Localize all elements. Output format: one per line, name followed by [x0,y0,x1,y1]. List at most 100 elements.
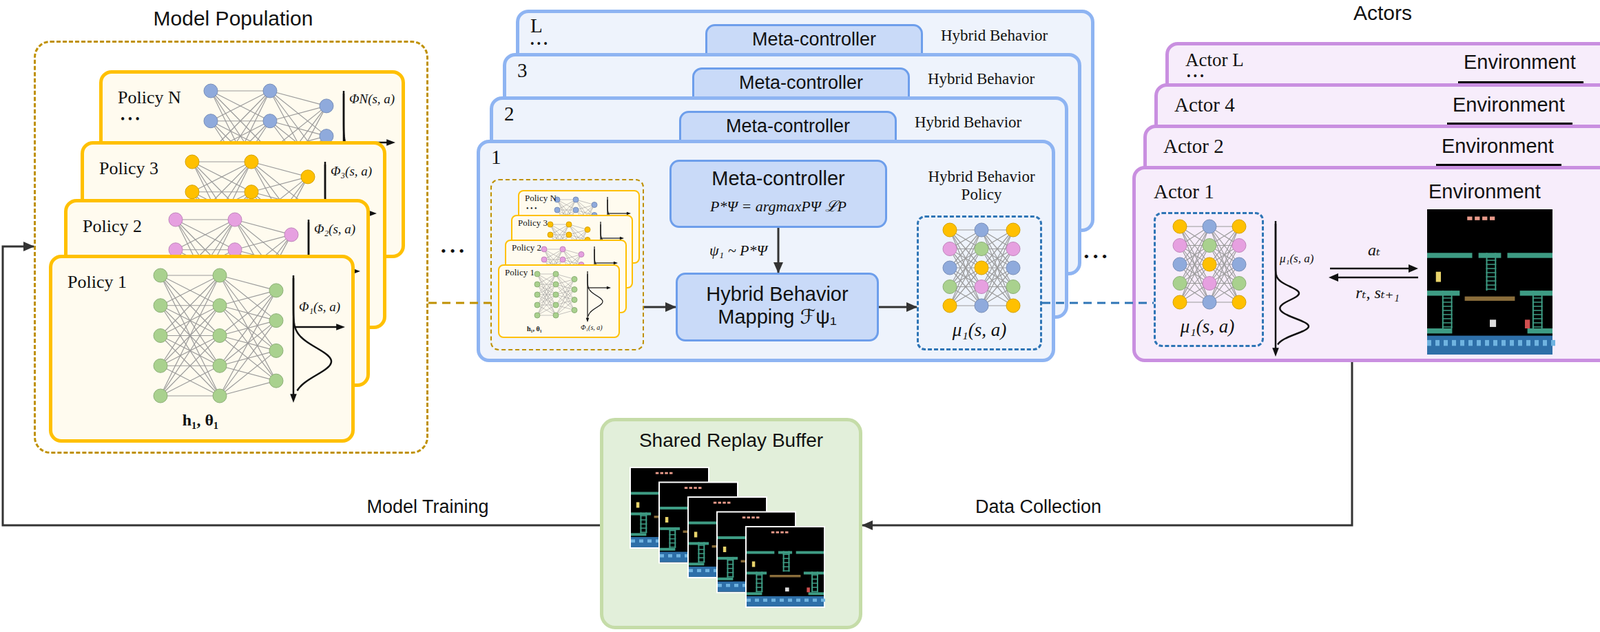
neuron [942,223,957,237]
neuron [203,114,218,129]
neuron [1006,242,1021,257]
platform [1520,290,1553,296]
text-holder: Meta-controller [681,115,895,138]
life-mark [713,502,717,505]
text-holder: Hybrid Behavior [940,26,1048,45]
life-mark [684,486,688,490]
life-mark [780,531,784,534]
network-edge [219,320,277,397]
ladder-rung [1532,309,1543,312]
network-edge [251,177,308,193]
ladder-rung [811,574,819,576]
network-edge [949,230,982,288]
flow-arrow [862,362,1353,526]
neuron [1232,219,1246,234]
flow-label: Model Training [366,496,489,518]
neuron [974,223,989,237]
key-item [665,517,669,523]
life-mark [727,502,731,505]
floor-brick [821,599,826,603]
text-holder: Actor 4 [1174,93,1235,117]
life-mark [1474,216,1480,221]
ladder-rung [1442,318,1453,320]
text-holder: Environment [1428,180,1541,204]
ladder-rung [639,515,647,517]
ladder-rung [1486,267,1497,270]
neuron [553,292,559,298]
neuron [212,268,227,283]
life-mark [660,472,664,475]
ladder-rung [1486,272,1497,274]
box-title: Shared Replay Buffer [603,429,859,452]
neuron [534,281,540,288]
network-edge [160,275,220,366]
network-edge [219,290,277,337]
box-title: Meta-controller [694,72,908,94]
ladder-rung [726,559,734,562]
neuron [559,256,566,263]
ellipsis: • • • [526,204,538,213]
game-screen [1427,209,1556,355]
ladder-rung [1486,263,1497,266]
ellipsis: • • • [428,242,477,260]
skull-item [1489,319,1496,328]
text-holder: h₁, θ₁ [526,325,543,334]
platform [778,551,793,555]
neuron [591,202,598,209]
life-mark [664,472,668,475]
text-holder: Meta-controller [707,28,921,51]
network-edge [1179,245,1210,304]
network-edge [160,365,220,397]
neuron [554,207,560,213]
text-holder: Meta-controller [694,72,908,94]
neuron [974,280,989,295]
network-edge [537,305,556,316]
box-title: Meta-controller [671,167,886,191]
distribution-curve [293,278,332,392]
flow-arrow [2,246,600,526]
floor-brick [725,584,731,588]
text-holder: Policy 3 [99,158,159,180]
life-mark [693,486,697,490]
process-box: Hybrid Behavior Mapping ℱψ₁ [675,272,879,342]
panel-index: L [530,14,543,38]
neuron [541,246,547,253]
neuron [1172,295,1187,310]
neuron [942,298,957,313]
ladder-rung [1442,326,1453,328]
network-edge [234,234,292,251]
platform [1427,328,1452,334]
ladder-rung [1532,301,1543,304]
neuron [571,297,578,304]
neuron [942,242,957,257]
skull-item [785,587,790,592]
network-edge [160,336,220,397]
floor-brick [779,599,784,603]
distribution-label: Φ₁(s, a) [580,323,603,332]
ladder-rung [1442,293,1453,295]
network-edge [219,350,277,397]
network-edge [949,249,982,307]
neuron [559,246,566,253]
policy-name: Policy N [117,87,182,109]
axis-arrowhead [386,139,396,147]
label-holder: rₜ, sₜ₊₁ [1329,283,1426,304]
game-screen [746,527,826,607]
screen-background [1427,209,1553,355]
life-mark [756,516,760,519]
floor-brick [763,599,768,603]
network-edge [544,249,563,260]
neuron [547,232,554,238]
network-edge [219,275,277,291]
text-holder: Model Population [35,6,431,31]
neuron [534,292,540,298]
label-holder: Actors [1308,1,1457,26]
edge-label: ψ₁ ~ P*Ψ [709,241,768,259]
floor-brick [659,554,664,558]
dashed-link [1042,302,1154,305]
text-holder: 3 [517,59,528,82]
floor-brick [1435,340,1440,346]
label-holder: μ₁(s, a) [1279,252,1314,266]
network-edge [192,161,252,193]
neuron [974,298,989,313]
